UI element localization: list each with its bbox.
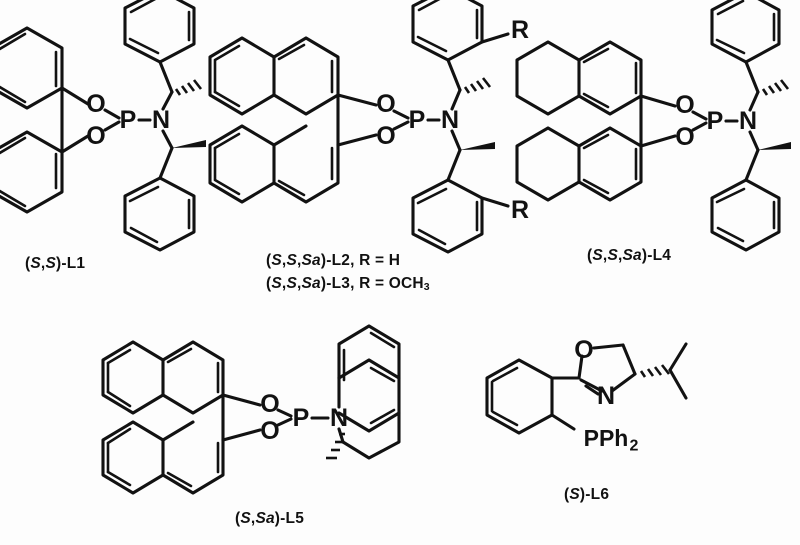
L4-wedge-methyl-lower	[758, 142, 791, 150]
L2-wedge-methyl-lower	[460, 142, 495, 150]
L4-CO-bottom	[639, 134, 677, 148]
label-L2: (S,S,Sa)-L2, R = H	[266, 252, 400, 270]
label-L1: (S,S)-L1	[25, 255, 85, 273]
label-L6-text: (S)-L6	[564, 486, 610, 503]
L2-OP-top	[392, 109, 410, 120]
label-L3-text: (S,S,Sa)-L3, R = OCH3	[266, 275, 430, 293]
L6-benzene-ring	[485, 358, 554, 435]
L1-N-CH-upper	[161, 90, 174, 111]
L2-naphthalene-lower	[208, 124, 340, 204]
L6-nitrogen: N	[597, 382, 615, 410]
L4-OP-bottom	[691, 121, 708, 132]
label-L5: (S,Sa)-L5	[235, 510, 304, 528]
L1-oxygen-bottom: O	[86, 122, 105, 150]
L4-oxygen-top: O	[675, 91, 694, 119]
structure-L6: PPh 2 O N	[485, 336, 688, 455]
L2-N-CH-upper	[450, 88, 462, 111]
L1-biphenol-top-ring	[0, 26, 64, 110]
L4-OP-top	[691, 110, 708, 121]
L2-N-CH-lower	[450, 129, 462, 152]
L2-R-group-lower: R	[511, 196, 529, 224]
L2-aryl-upper	[411, 0, 510, 62]
label-L1-text: (S,S)-L1	[25, 255, 86, 272]
L1-OP-top	[103, 108, 121, 120]
L4-oxygen-bottom: O	[675, 123, 694, 151]
L1-biphenol-bottom-ring	[0, 130, 64, 214]
L2-R-group-upper: R	[511, 16, 529, 44]
L1-CO-bottom	[60, 134, 90, 154]
label-L2-text: (S,S,Sa)-L2, R = H	[266, 252, 401, 269]
L1-phenyl-upper	[123, 0, 196, 64]
L5-CO-top	[221, 393, 262, 407]
L5-tetrahydroquinoline	[337, 324, 401, 460]
L6-oxazoline-ring	[577, 343, 637, 396]
L2-CH-aryl-upper	[446, 58, 462, 92]
L6-phosphine-label: PPh	[584, 425, 629, 451]
L2-CO-bottom	[336, 133, 378, 147]
L6-isopropyl-group	[668, 342, 688, 400]
L2-aryl-lower	[411, 178, 510, 254]
L5-hash-methyl	[326, 432, 345, 460]
L4-nitrogen: N	[739, 107, 757, 135]
L5-phosphorus: P	[293, 404, 310, 432]
L1-wedge-methyl-lower	[172, 140, 206, 148]
L4-hash-methyl-upper	[761, 79, 790, 96]
L2-CH-aryl-lower	[446, 148, 462, 182]
L4-aromatic-ring-lower	[577, 126, 643, 202]
L6-hash-isopropyl	[639, 364, 671, 378]
L6-phosphine-subscript: 2	[630, 438, 639, 455]
L5-OP-top	[276, 408, 293, 418]
L6-oxygen: O	[574, 336, 593, 364]
L4-phenyl-lower	[710, 178, 781, 252]
L1-oxygen-top: O	[86, 90, 105, 118]
L5-naphthalene-lower	[101, 420, 225, 495]
label-L5-text: (S,Sa)-L5	[235, 510, 305, 527]
L2-phosphorus: P	[409, 106, 426, 134]
structure-L1: O O P N	[0, 0, 206, 252]
L4-phenyl-upper	[710, 0, 781, 64]
label-L6: (S)-L6	[564, 486, 609, 504]
L1-OP-bottom	[103, 120, 121, 132]
L1-phosphorus: P	[120, 106, 137, 134]
L2-naphthalene-upper	[208, 36, 340, 116]
L5-OP-bottom	[276, 417, 293, 427]
L2-nitrogen: N	[441, 106, 459, 134]
L4-aromatic-ring-upper	[577, 40, 643, 116]
L1-hash-methyl-upper	[174, 79, 203, 96]
L2-oxygen-top: O	[376, 90, 395, 118]
structure-L4: O O P N	[515, 0, 791, 252]
L2-CO-top	[336, 93, 378, 107]
L2-OP-bottom	[392, 120, 410, 131]
L5-nitrogen: N	[330, 404, 348, 432]
structure-L2-L3: O O P N R	[208, 0, 529, 254]
L5-naphthalene-upper	[101, 340, 225, 415]
label-L4-text: (S,S,Sa)-L4	[587, 247, 672, 264]
L6-aryl-phosphine-bond	[550, 413, 576, 431]
L4-CH-phenyl-upper	[744, 60, 760, 94]
L4-N-CH-upper	[748, 90, 760, 112]
L1-CO-top	[60, 86, 90, 106]
L4-CH-phenyl-lower	[744, 148, 760, 182]
L1-CH-phenyl-upper	[158, 60, 174, 94]
L5-oxygen-bottom: O	[260, 417, 279, 445]
L1-nitrogen: N	[152, 106, 170, 134]
L4-CO-top	[639, 94, 677, 108]
L4-phosphorus: P	[707, 107, 724, 135]
L1-CH-phenyl-lower	[158, 146, 174, 180]
L4-cyclohexane-upper	[515, 40, 581, 116]
L2-hash-methyl-upper	[463, 77, 492, 94]
label-L3: (S,S,Sa)-L3, R = OCH3	[266, 275, 430, 293]
label-L4: (S,S,Sa)-L4	[587, 247, 671, 265]
structure-L5: O O P N	[101, 324, 401, 495]
L2-oxygen-bottom: O	[376, 122, 395, 150]
L1-phenyl-lower	[123, 176, 196, 252]
L5-CO-bottom	[221, 428, 262, 442]
L4-N-CH-lower	[748, 130, 760, 152]
L1-N-CH-lower	[161, 129, 174, 150]
L5-oxygen-top: O	[260, 390, 279, 418]
L4-cyclohexane-lower	[515, 126, 581, 202]
